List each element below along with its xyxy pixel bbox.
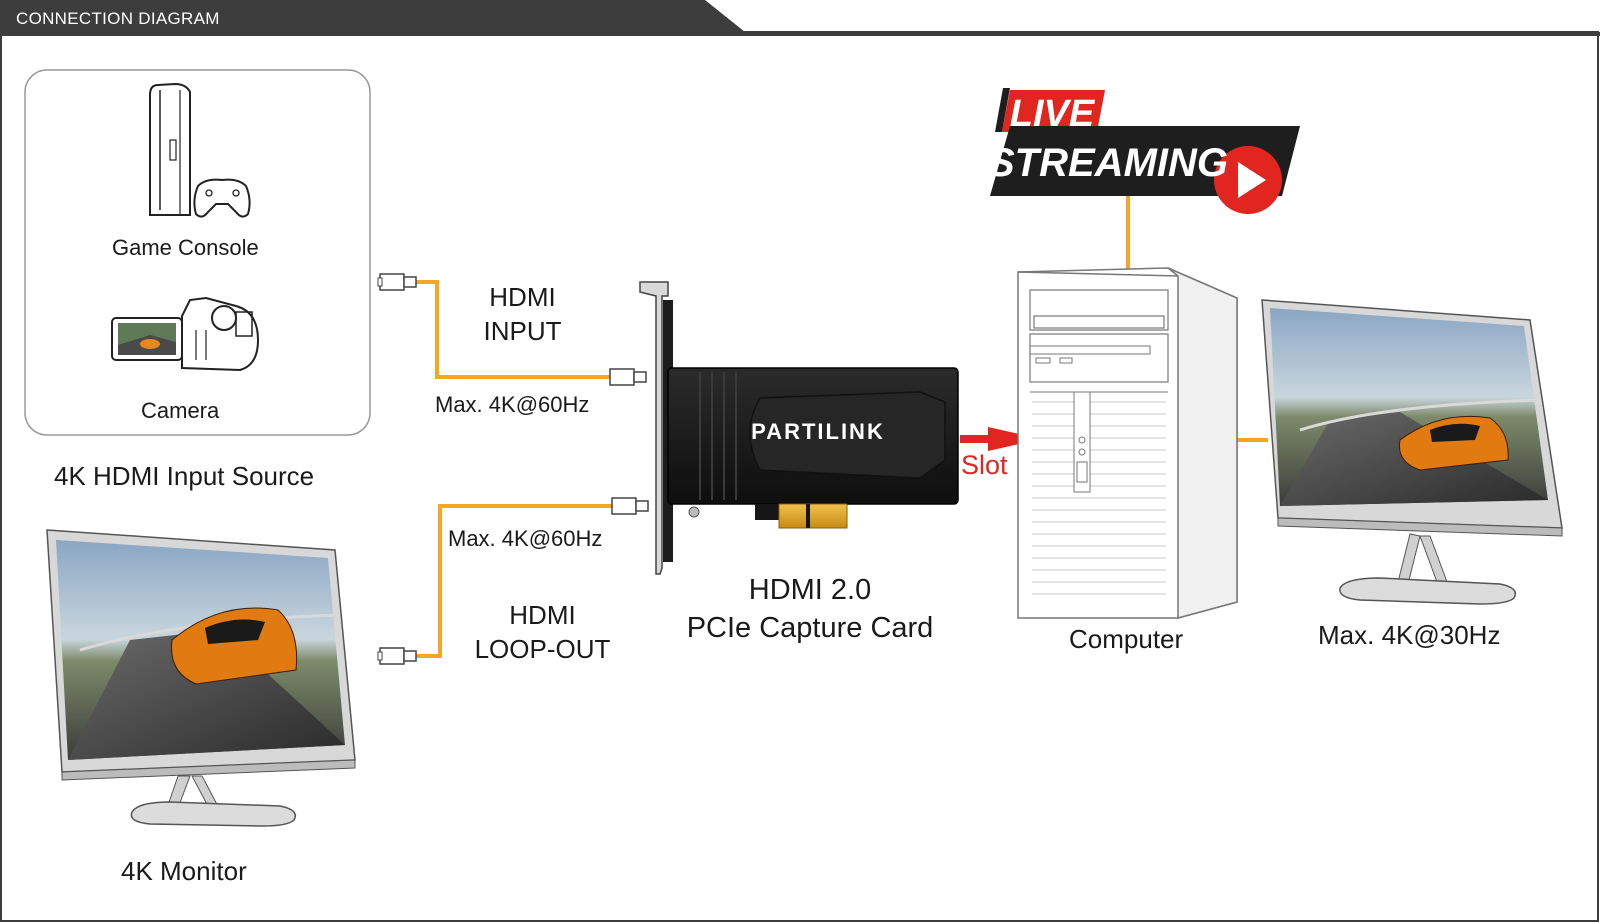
right-monitor-label: Max. 4K@30Hz [1318, 620, 1501, 650]
card-brand-label: PARTILINK [751, 419, 885, 444]
hdmi-input-label-line2: INPUT [483, 316, 562, 346]
left-monitor-image [46, 529, 356, 827]
camera-label: Camera [141, 398, 220, 423]
card-name-line1: HDMI 2.0 [748, 574, 872, 606]
game-console-icon [149, 82, 251, 218]
left-monitor-label: 4K Monitor [121, 856, 247, 886]
hdmi-loop-label-line1: HDMI [509, 600, 576, 630]
camera-icon [111, 296, 260, 372]
hdmi-loop-label-line2: LOOP-OUT [474, 634, 611, 664]
streaming-label: STREAMING [988, 141, 1228, 185]
computer-tower-icon [1017, 267, 1238, 619]
live-label: LIVE [1010, 93, 1096, 135]
slot-arrow [960, 427, 1042, 451]
computer-label: Computer [1069, 624, 1184, 654]
right-monitor-image [1261, 299, 1563, 605]
hdmi-loop-spec: Max. 4K@60Hz [448, 526, 603, 551]
hdmi-input-cable [377, 273, 647, 386]
input-source-box [24, 69, 371, 436]
hdmi-loop-out-cable [377, 497, 649, 665]
hdmi-input-label-line1: HDMI [489, 282, 556, 312]
hdmi-input-spec: Max. 4K@60Hz [435, 392, 590, 417]
game-console-label: Game Console [112, 235, 259, 260]
card-name-line2: PCIe Capture Card [686, 612, 934, 644]
input-source-label: 4K HDMI Input Source [54, 461, 315, 491]
live-streaming-badge [990, 88, 1300, 214]
capture-card-image [639, 281, 959, 575]
header-title: CONNECTION DIAGRAM [16, 9, 220, 28]
slot-label: Slot [961, 450, 1008, 480]
